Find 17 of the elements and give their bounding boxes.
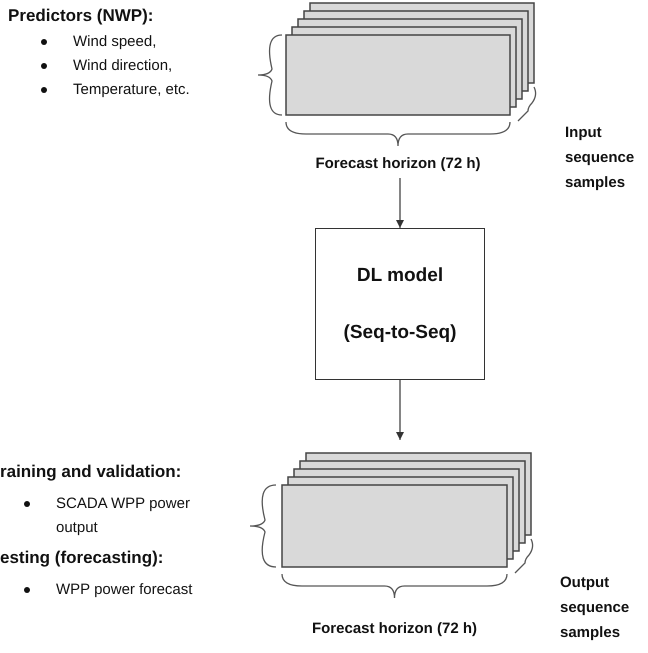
axis-caption: Forecast horizon (72 h) [312, 620, 478, 637]
arrow [396, 178, 404, 228]
bullet-item: Temperature, etc. [73, 80, 190, 100]
bullet-item: Wind direction, [73, 56, 172, 76]
section-heading: raining and validation: [0, 462, 182, 482]
axis-caption: Forecast horizon (72 h) [315, 155, 481, 172]
side-label: Output sequence samples [560, 573, 630, 643]
bullet-item: SCADA WPP power output [56, 494, 191, 538]
model-label: (Seq-to-Seq) [344, 322, 456, 344]
bullet-item: Wind speed, [73, 32, 156, 52]
section-heading: Predictors (NWP): [8, 6, 154, 26]
model-box [315, 228, 485, 380]
section-heading: esting (forecasting): [0, 548, 164, 568]
arrow [396, 380, 404, 440]
side-label: Input sequence samples [565, 123, 636, 193]
bullet-item: WPP power forecast [56, 580, 192, 600]
model-label: DL model [356, 264, 444, 286]
